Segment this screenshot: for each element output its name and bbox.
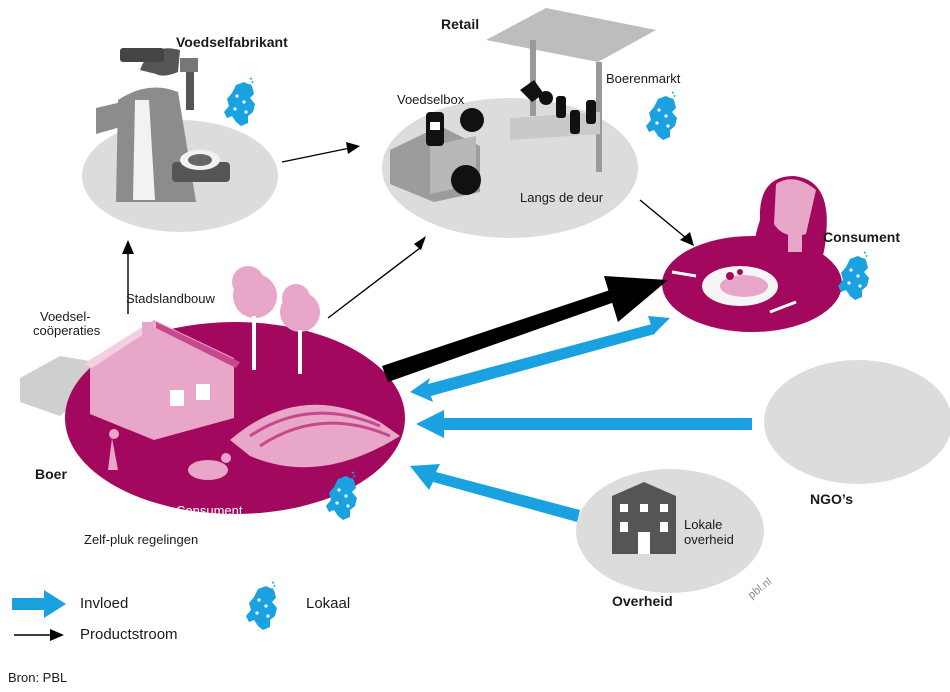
retail-label: Retail — [441, 16, 480, 32]
consumer-node — [662, 176, 870, 332]
government-label: Overheid — [612, 593, 673, 609]
farm-consumer-label: Consument — [176, 503, 243, 518]
food-manufacturer-node — [82, 48, 278, 232]
local-gov-label-2: overheid — [684, 532, 734, 547]
consumer-label: Consument — [823, 229, 900, 245]
legend-product-flow-label: Productstroom — [80, 626, 178, 643]
food-box-label: Voedselbox — [397, 92, 465, 107]
food-manufacturer-label: Voedselfabrikant — [176, 34, 288, 50]
urban-farming-label: Stadslandbouw — [126, 291, 215, 306]
ngo-label: NGO’s — [810, 491, 854, 507]
farmers-market-label: Boerenmarkt — [606, 71, 681, 86]
food-cooperatives-label-1: Voedsel- — [40, 309, 91, 324]
door-to-door-label: Langs de deur — [520, 190, 604, 205]
influence-arrows — [410, 316, 752, 522]
netherlands-map-icon — [245, 581, 278, 631]
legend-local-label: Lokaal — [306, 595, 351, 612]
legend-icons — [12, 581, 278, 641]
product-flow-arrows — [122, 142, 694, 382]
retail-node — [382, 8, 678, 238]
government-node — [576, 469, 764, 593]
legend-influence-label: Invloed — [80, 595, 129, 612]
farmer-label: Boer — [35, 466, 67, 482]
self-pick-label: Zelf-pluk regelingen — [84, 532, 199, 547]
food-cooperatives-label-2: coöperaties — [33, 323, 101, 338]
source-label: Bron: PBL — [8, 670, 68, 685]
local-gov-label-1: Lokale — [684, 517, 723, 532]
product-arrow-icon — [14, 629, 64, 641]
ngo-node — [764, 360, 950, 484]
influence-arrow-icon — [12, 590, 66, 618]
farmer-node — [20, 266, 405, 521]
